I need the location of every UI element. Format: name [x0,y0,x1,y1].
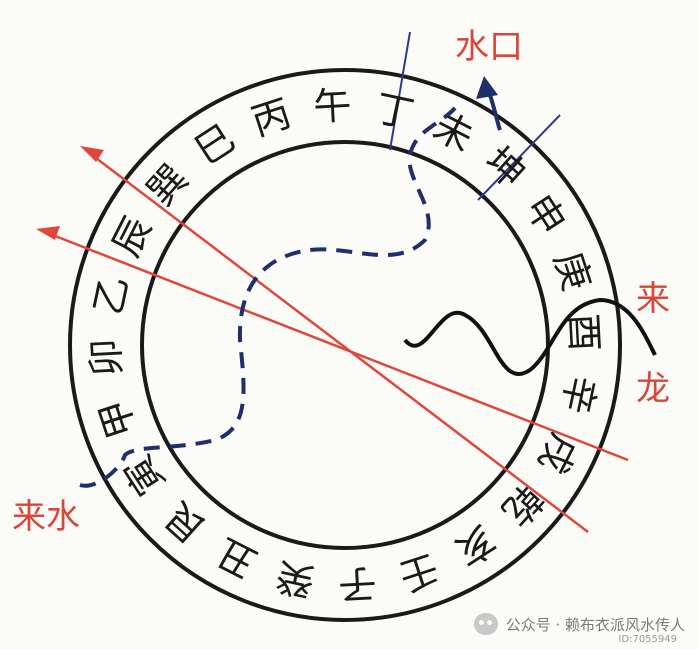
dragon-path [403,297,657,376]
direction-char: 申 [517,187,575,243]
axis-line-lower [49,232,629,462]
direction-char: 午 [312,83,352,129]
axis-line-upper [91,154,589,533]
water-path [79,106,457,488]
incoming-dragon-label-1: 来 [636,279,670,319]
direction-char: 艮 [156,494,214,552]
direction-char: 癸 [272,553,318,604]
axis-lines [36,146,629,533]
water-outlet-arrow-shaft [488,94,502,131]
direction-ring: 丁未坤申庚酉辛戌乾亥壬子癸丑艮寅甲卯乙辰巽巳丙午 [83,83,606,606]
watermark-text: 公众号 · 赖布衣派风水传人 [505,615,685,634]
direction-char: 甲 [91,394,145,444]
direction-char: 卯 [83,337,129,377]
direction-char: 巽 [138,156,196,214]
direction-char: 丑 [210,530,264,586]
direction-char: 巳 [187,116,243,174]
direction-char: 丁 [372,86,418,137]
divider-line-2 [477,114,561,201]
direction-char: 庚 [546,246,600,296]
incoming-water-label: 来水 [12,497,80,537]
wechat-icon [473,613,498,635]
direction-char: 丙 [246,91,296,145]
direction-char: 亥 [447,517,503,575]
direction-char: 子 [337,561,377,607]
axis-arrow-upper [80,146,104,162]
watermark: 公众号 · 赖布衣派风水传人 [473,613,685,635]
direction-char: 坤 [476,138,534,196]
direction-char: 乙 [86,272,137,318]
direction-char: 乾 [494,476,552,534]
direction-char: 辰 [104,210,160,264]
divider-line-1 [389,31,411,151]
incoming-dragon-label-2: 龙 [636,369,670,409]
direction-char: 辛 [553,372,604,418]
inner-ring [140,140,550,550]
water-outlet-arrow-head [476,76,498,99]
watermark-id: ID:7055949 [618,634,677,645]
axis-arrow-lower [36,226,60,240]
outer-ring [68,68,622,622]
direction-char: 壬 [394,546,444,600]
direction-char: 戌 [530,427,586,481]
water-outlet-label: 水口 [455,27,523,67]
